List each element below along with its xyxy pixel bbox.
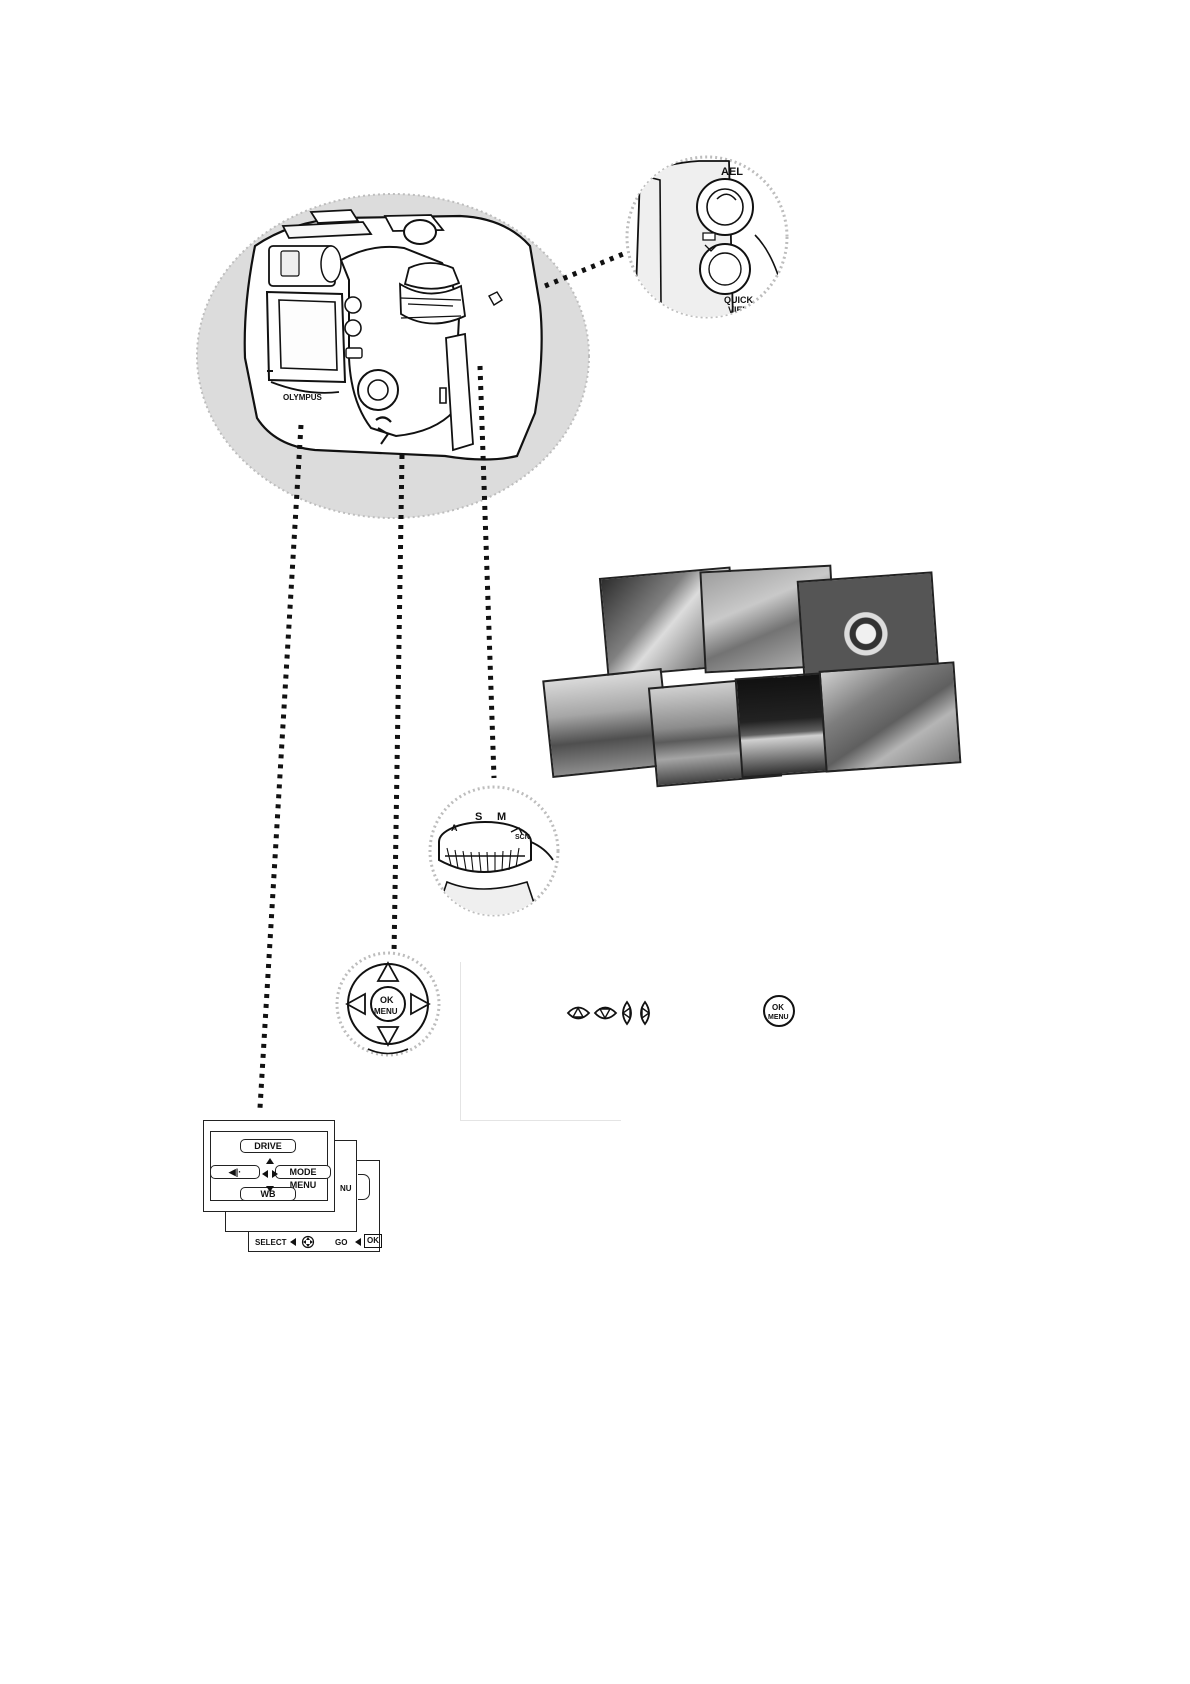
svg-text:OLYMPUS: OLYMPUS (283, 393, 322, 402)
menu-drive-item[interactable]: DRIVE (240, 1139, 296, 1153)
svg-text:SCN: SCN (515, 834, 530, 841)
ok-menu-icon-ok-label: OK (772, 1003, 784, 1012)
camera-illustration: OLYMPUS (196, 193, 590, 519)
svg-text:A: A (451, 823, 458, 833)
select-pad-icon (301, 1235, 315, 1249)
controls-inline-row: OK MENU (566, 995, 806, 1034)
menu-mode-menu-item[interactable]: MODE MENU (275, 1165, 331, 1190)
menu-panel-stack: DRIVE ◀|· MODE MENU WB NU SELECT GO OK (203, 1120, 388, 1260)
photo-collage (540, 556, 970, 796)
menu-direction-icon (262, 1158, 278, 1192)
menu-side-tab-text: NU (340, 1184, 352, 1193)
down-arrow-button-icon (593, 1006, 618, 1020)
menu-select-text: SELECT (255, 1238, 287, 1247)
menu-go-text: GO (335, 1238, 348, 1247)
go-arrow-icon (355, 1238, 361, 1246)
menu-left-item[interactable]: ◀|· (210, 1165, 260, 1179)
left-arrow-button-icon (621, 1000, 632, 1026)
ael-callout-illustration: AEL QUICK VIEW (625, 155, 789, 319)
ael-quick-view-callout: AEL QUICK VIEW (625, 155, 795, 320)
quick-view-label-top: QUICK (724, 295, 754, 305)
photo-underwater (818, 661, 962, 773)
menu-ok-button[interactable]: OK (364, 1234, 382, 1248)
up-arrow-button-icon (566, 1006, 591, 1020)
ok-menu-icon-menu-label: MENU (768, 1014, 789, 1021)
right-arrow-button-icon (640, 1000, 651, 1026)
ael-label: AEL (721, 166, 743, 178)
instruction-box-frame (460, 962, 621, 1121)
camera-illustration-area: OLYMPUS (195, 188, 595, 538)
svg-text:S: S (475, 811, 482, 823)
select-arrow-icon (290, 1238, 296, 1246)
ok-menu-button-icon: OK MENU (763, 995, 795, 1027)
svg-text:M: M (497, 811, 506, 823)
arrow-pad-menu-label: MENU (374, 1007, 398, 1016)
mode-dial-callout: S M A SCN (427, 784, 562, 919)
arrow-pad-callout: OK MENU (334, 950, 442, 1058)
menu-side-tab-box (358, 1174, 370, 1200)
arrow-pad-illustration: OK MENU (335, 951, 441, 1057)
mode-dial-illustration: S M A SCN (428, 785, 560, 917)
arrow-pad-ok-label: OK (380, 995, 394, 1005)
